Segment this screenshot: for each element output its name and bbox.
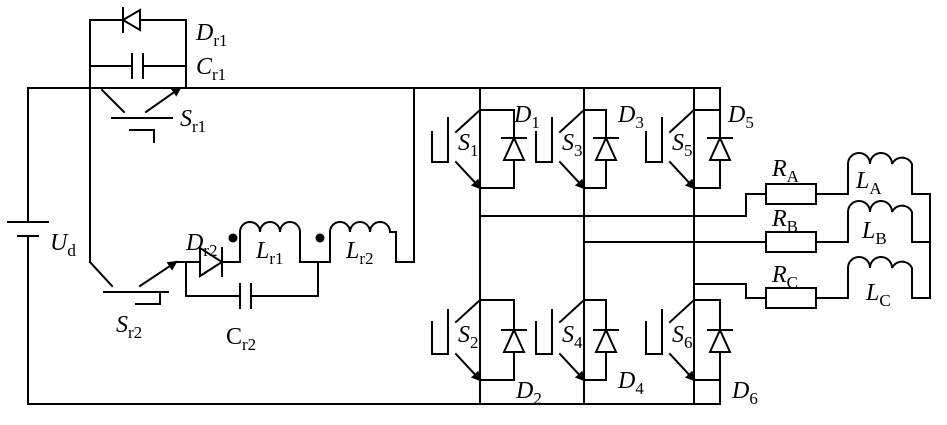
- inverter-leg-1: [431, 87, 527, 405]
- label-sr1: Sr1: [180, 106, 206, 136]
- label-ud: Ud: [50, 230, 76, 260]
- label-dr2: Dr2: [185, 230, 218, 260]
- inverter-leg-2: [535, 87, 619, 405]
- label-sr2: Sr2: [116, 312, 142, 342]
- label-d6: D6: [731, 378, 758, 408]
- label-lc: LC: [865, 280, 891, 310]
- inductor-lr1: [228, 221, 319, 263]
- label-cr2: Cr2: [226, 324, 256, 354]
- label-d2: D2: [515, 378, 542, 408]
- inverter-leg-3: [645, 87, 733, 405]
- label-s4: S4: [562, 322, 583, 352]
- switch-sr2: [88, 260, 178, 305]
- label-lr2: Lr2: [345, 238, 374, 268]
- label-d5: D5: [727, 102, 754, 132]
- label-d3: D3: [617, 102, 644, 132]
- phase-b-output: [583, 200, 931, 253]
- phase-c-output: [693, 256, 931, 309]
- label-cr1: Cr1: [196, 54, 226, 84]
- label-rb: RB: [771, 206, 798, 236]
- label-lb: LB: [861, 218, 887, 248]
- label-d4: D4: [617, 368, 644, 398]
- label-s1: S1: [458, 130, 479, 160]
- label-dr1: Dr1: [195, 20, 228, 50]
- label-s5: S5: [672, 130, 693, 160]
- dc-source-ud: [7, 87, 49, 405]
- label-rc: RC: [771, 262, 798, 292]
- label-s3: S3: [562, 130, 583, 160]
- label-d1: D1: [513, 102, 540, 132]
- capacitor-cr2: [185, 261, 319, 309]
- phase-a-output: [479, 152, 931, 299]
- label-s2: S2: [458, 322, 479, 352]
- capacitor-cr1: [89, 53, 187, 79]
- label-la: LA: [855, 168, 882, 198]
- diode-dr2: [175, 246, 241, 278]
- inductor-lr2: [315, 87, 415, 263]
- label-lr1: Lr1: [255, 238, 284, 268]
- switch-sr1: [100, 86, 182, 143]
- label-ra: RA: [771, 156, 800, 186]
- label-s6: S6: [672, 322, 693, 352]
- diode-dr1: [89, 7, 187, 89]
